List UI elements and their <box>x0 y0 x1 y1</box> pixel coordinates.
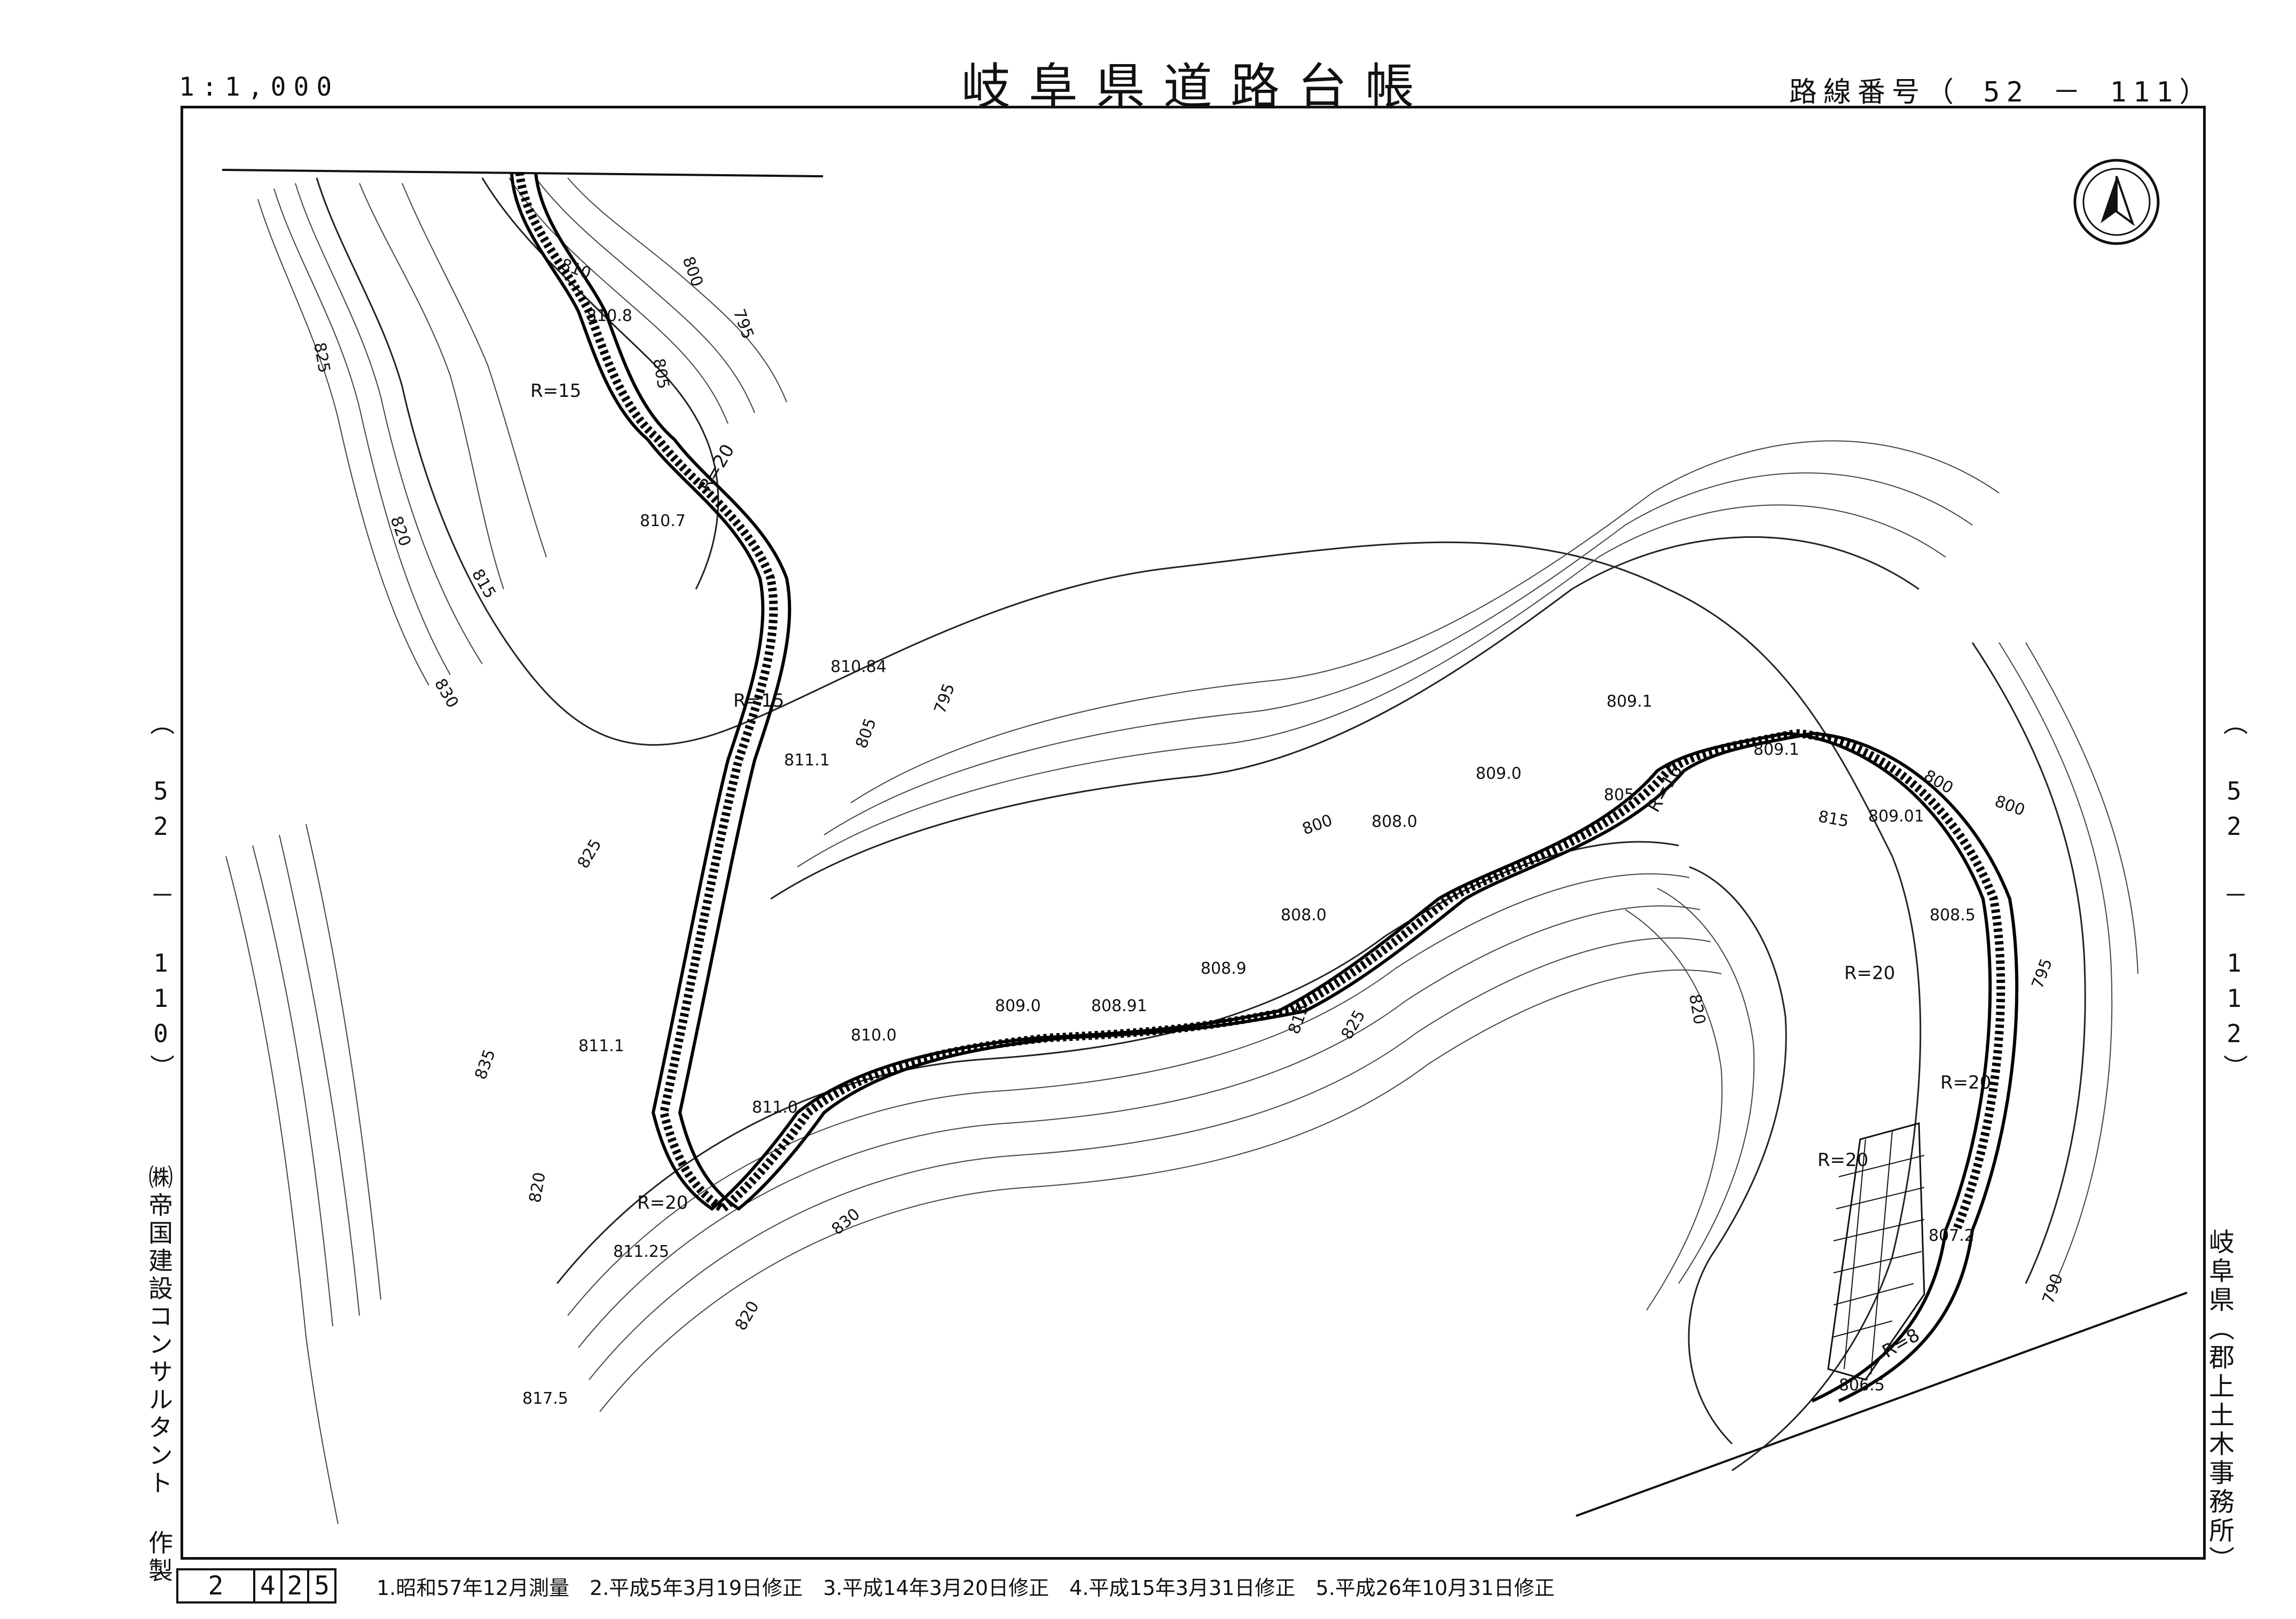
sheet-number-cell: 4 <box>253 1570 280 1601</box>
contour-label: 805 <box>852 716 880 751</box>
elevation-label: 810.0 <box>851 1026 897 1045</box>
elevation-label: 810.7 <box>640 512 686 530</box>
elevation-label: 811.1 <box>784 751 830 770</box>
north-arrow-icon <box>2073 159 2160 245</box>
contour-label: 830 <box>430 676 462 711</box>
contour-label: 835 <box>472 1047 499 1082</box>
elevation-label: 807.2 <box>1929 1226 1974 1245</box>
contour-label: 795 <box>931 681 959 716</box>
adjacent-sheet-right: （ 52 － 112） <box>2220 710 2248 1085</box>
contour-label: 820 <box>1685 992 1709 1026</box>
elevation-label: 809.1 <box>1753 740 1799 759</box>
sheet-number-cell: 2 <box>208 1571 224 1601</box>
contour-label: 825 <box>574 836 606 872</box>
curve-radius-label: R=8 <box>1879 1324 1924 1363</box>
curve-radius-label: R=20 <box>1817 1149 1868 1171</box>
map-scale: 1:1,000 <box>179 72 340 102</box>
sheet-number-cell: 2 <box>280 1570 308 1601</box>
elevation-label: 809.01 <box>1868 807 1924 826</box>
curve-radius-label: R=15 <box>733 690 784 711</box>
contour-label: 805 <box>1604 786 1634 804</box>
contour-label: 830 <box>828 1205 864 1239</box>
curve-radius-label: R=16 <box>1643 761 1687 816</box>
hatched-area <box>1827 1122 1925 1381</box>
elevation-label: 808.5 <box>1930 906 1976 925</box>
contour-label: 825 <box>310 341 333 374</box>
elevation-label: 810.84 <box>830 658 887 676</box>
map-frame <box>181 106 2206 1560</box>
curve-radius-label: R=20 <box>1940 1072 1991 1093</box>
curve-radius-label: R=15 <box>530 380 581 402</box>
managing-office: 岐阜県（郡上土木事務所） <box>2204 1229 2234 1575</box>
elevation-label: 811.25 <box>613 1242 669 1261</box>
sheet-boundary-line <box>1576 1292 2188 1517</box>
route-number: 路線番号（ 52 － 111） <box>1789 76 2214 108</box>
curve-radius-label: R=20 <box>1844 963 1895 984</box>
sheet-number-cell: 5 <box>307 1570 334 1601</box>
elevation-label: 806.5 <box>1839 1376 1885 1395</box>
contour-label: 820 <box>386 514 414 549</box>
contour-lines <box>225 177 2138 1524</box>
contour-label: 800 <box>1992 792 2027 820</box>
adjacent-sheet-left: （ 52 － 110） <box>146 710 175 1085</box>
sheet-number-box: 2 4 2 5 <box>176 1568 336 1604</box>
elevation-label: 810.8 <box>586 307 632 325</box>
elevation-label: 809.0 <box>995 997 1041 1015</box>
contour-label: 825 <box>1338 1007 1369 1043</box>
contour-label: 820 <box>732 1298 763 1334</box>
contour-label: 815 <box>1817 807 1850 831</box>
elevation-label: 811.1 <box>578 1037 624 1055</box>
contour-label: 790 <box>2039 1271 2067 1307</box>
contour-label: 795 <box>729 307 757 342</box>
elevation-label: 808.9 <box>1201 959 1247 978</box>
elevation-label: 809.0 <box>1476 764 1522 783</box>
road-map: 810.8 810.7 810.84 811.1 811.1 811.0 811… <box>222 159 2188 1524</box>
elevation-label: 808.0 <box>1372 812 1417 831</box>
elevation-label: 808.91 <box>1091 997 1147 1015</box>
curve-radius-label: R=20 <box>637 1192 688 1214</box>
contour-label: 805 <box>649 357 672 390</box>
contour-label: 810 <box>558 255 593 283</box>
elevation-label: 817.5 <box>522 1389 568 1408</box>
hatch-grid <box>1833 1131 1925 1375</box>
contour-label: 800 <box>1300 811 1335 839</box>
elevation-label: 811.0 <box>752 1098 798 1117</box>
map-maker: ㈱帝国建設コンサルタント 作製 <box>145 1164 174 1585</box>
contour-label: 795 <box>2028 956 2056 991</box>
elevation-label: 808.0 <box>1281 906 1327 925</box>
elevation-label: 809.1 <box>1607 692 1652 711</box>
contour-label: 820 <box>526 1171 549 1204</box>
contour-label: 800 <box>678 254 706 290</box>
road-alignment <box>510 172 2019 1403</box>
revision-history: 1.昭和57年12月測量 2.平成5年3月19日修正 3.平成14年3月20日修… <box>377 1576 1555 1600</box>
